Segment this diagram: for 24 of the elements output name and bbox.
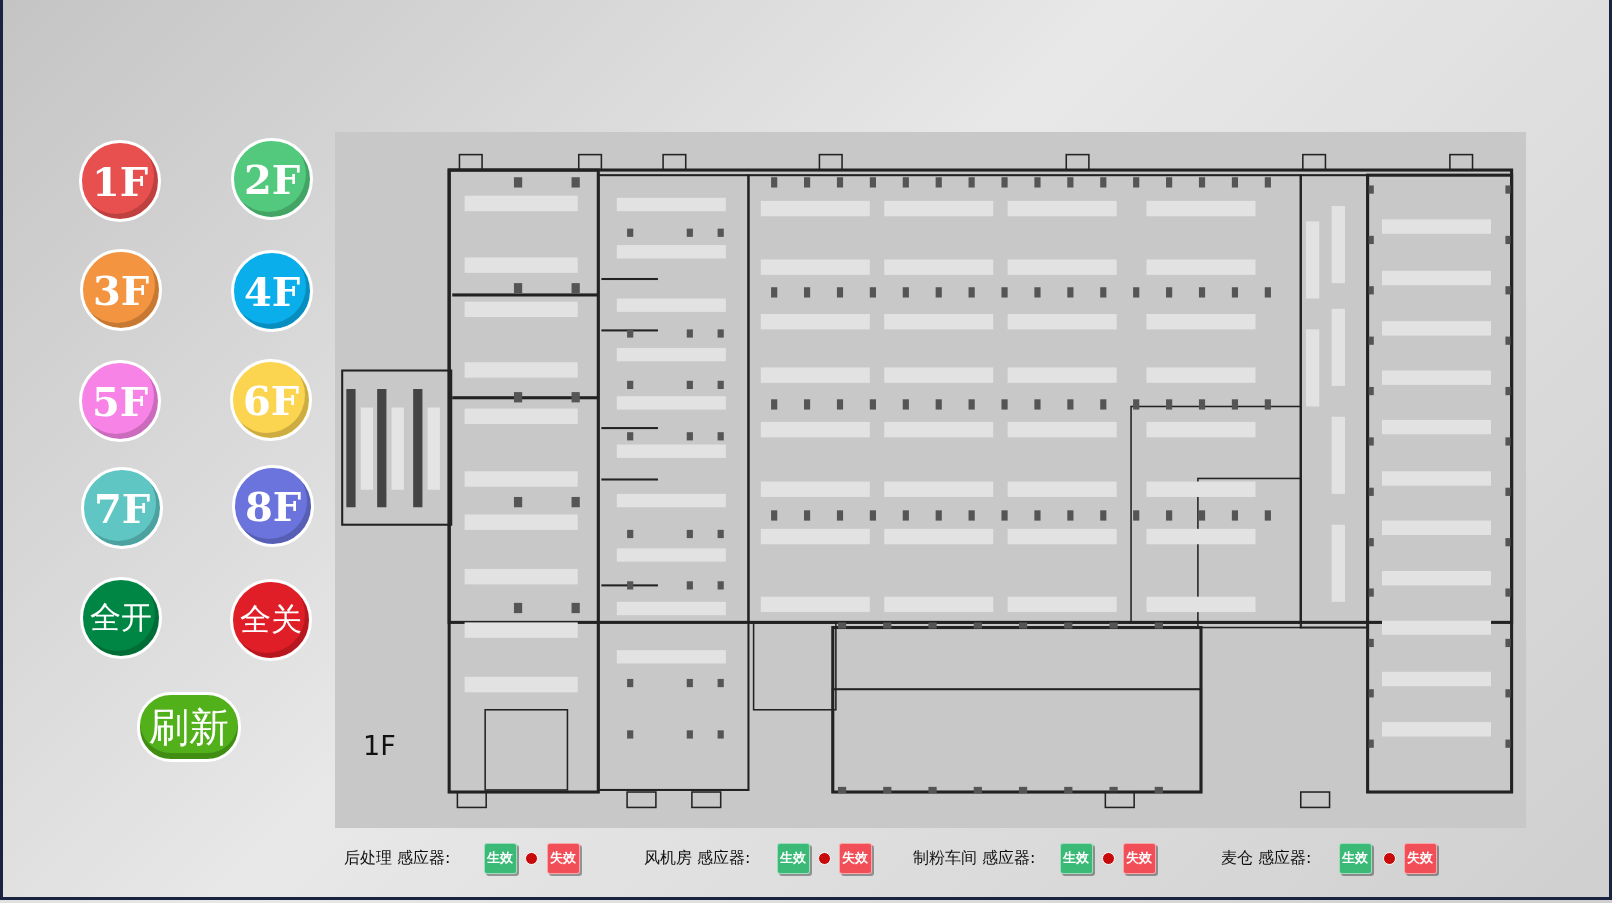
- sensor-button: 失效: [1122, 842, 1156, 874]
- sensor-button: 生效: [1338, 842, 1372, 874]
- floor-button: 7F: [81, 467, 163, 549]
- sensor-button: 生效: [1059, 842, 1093, 874]
- toggle-button: 全关: [230, 579, 312, 661]
- sensor-button: 失效: [1403, 842, 1437, 874]
- sensor-button: 生效: [483, 842, 517, 874]
- sensor-label: 麦仓 感应器:: [1221, 848, 1312, 869]
- floor-button: 1F: [79, 140, 161, 222]
- sensor-label: 制粉车间 感应器:: [913, 848, 1036, 869]
- floor-button: 5F: [79, 360, 161, 442]
- floor-label: 1F: [363, 730, 396, 761]
- sensor-button: 失效: [546, 842, 580, 874]
- toggle-button: 全开: [80, 577, 162, 659]
- sensor-button: 生效: [776, 842, 810, 874]
- sensor-label: 后处理 感应器:: [344, 848, 451, 869]
- floor-button: 4F: [231, 250, 313, 332]
- floor-button: 2F: [231, 138, 313, 220]
- refresh-button: 刷新: [137, 692, 241, 762]
- floor-button: 3F: [80, 249, 162, 331]
- sensor-label: 风机房 感应器:: [644, 848, 751, 869]
- floor-button: 6F: [230, 359, 312, 441]
- sensor-button: 失效: [838, 842, 872, 874]
- floor-button: 8F: [232, 465, 314, 547]
